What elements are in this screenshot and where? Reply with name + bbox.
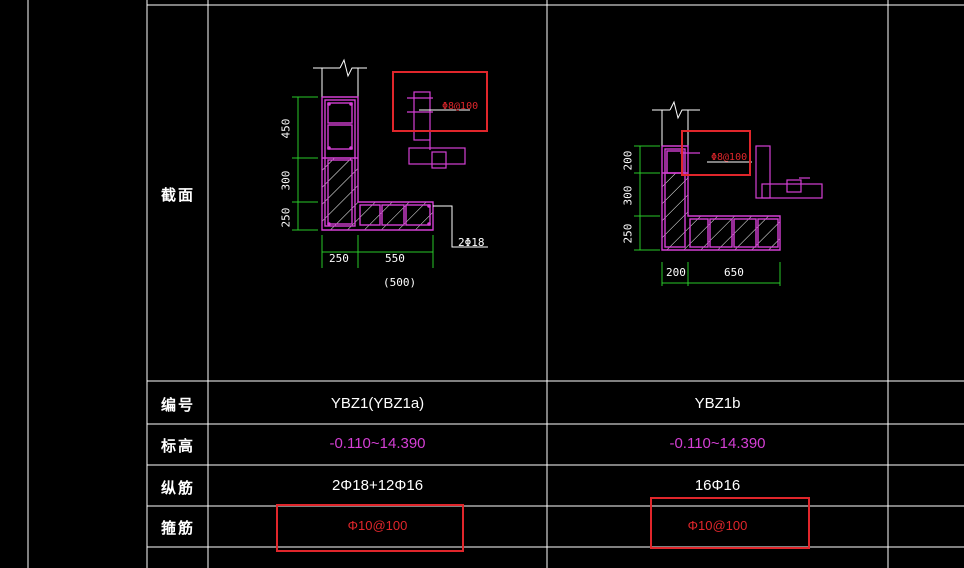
dim-v2-col1: 300 — [279, 170, 293, 191]
dim-v1-col1: 450 — [279, 118, 293, 139]
highlight-box-stirrup-col2 — [650, 497, 810, 549]
cell-longitudinal-col1: 2Φ18+12Φ16 — [331, 477, 424, 494]
dim-h2-alt-col1: (500) — [383, 276, 417, 289]
section-ybz1 — [292, 58, 488, 268]
dim-v2-col2: 300 — [621, 185, 635, 206]
row-label-id: 编号 — [160, 396, 195, 414]
detail-tag-col1: Φ8@100 — [442, 101, 479, 112]
cell-longitudinal-col2: 16Φ16 — [694, 477, 741, 494]
detail-tag-col2: Φ8@100 — [711, 152, 748, 163]
row-label-elevation: 标高 — [160, 437, 195, 455]
dim-h2-col1: 550 — [385, 252, 405, 265]
row-label-longitudinal: 纵筋 — [160, 479, 195, 497]
highlight-box-detail-col1 — [392, 71, 488, 132]
highlight-box-stirrup-col1 — [276, 504, 464, 552]
dim-h1-col1: 250 — [329, 252, 349, 265]
dim-v3-col1: 250 — [279, 207, 293, 228]
dim-h2-col2: 650 — [724, 266, 744, 279]
dim-h1-col2: 200 — [666, 266, 686, 279]
cell-stirrup-col2: Φ10@100 — [687, 518, 748, 533]
dim-v1-col2: 200 — [621, 150, 635, 171]
dim-v3-col2: 250 — [621, 223, 635, 244]
cell-id-col2: YBZ1b — [694, 395, 741, 412]
row-label-section: 截面 — [160, 186, 195, 204]
highlight-box-detail-col2 — [681, 130, 751, 176]
section-ybz1b — [634, 100, 823, 286]
side-bar-label-col1: 2Φ18 — [458, 236, 485, 249]
table-grid — [27, 0, 964, 568]
cell-stirrup-col1: Φ10@100 — [347, 518, 408, 533]
cell-id-col1: YBZ1(YBZ1a) — [330, 395, 425, 412]
cell-elevation-col1: -0.110~14.390 — [329, 435, 426, 452]
row-label-stirrup: 箍筋 — [160, 519, 195, 537]
cell-elevation-col2: -0.110~14.390 — [669, 435, 766, 452]
